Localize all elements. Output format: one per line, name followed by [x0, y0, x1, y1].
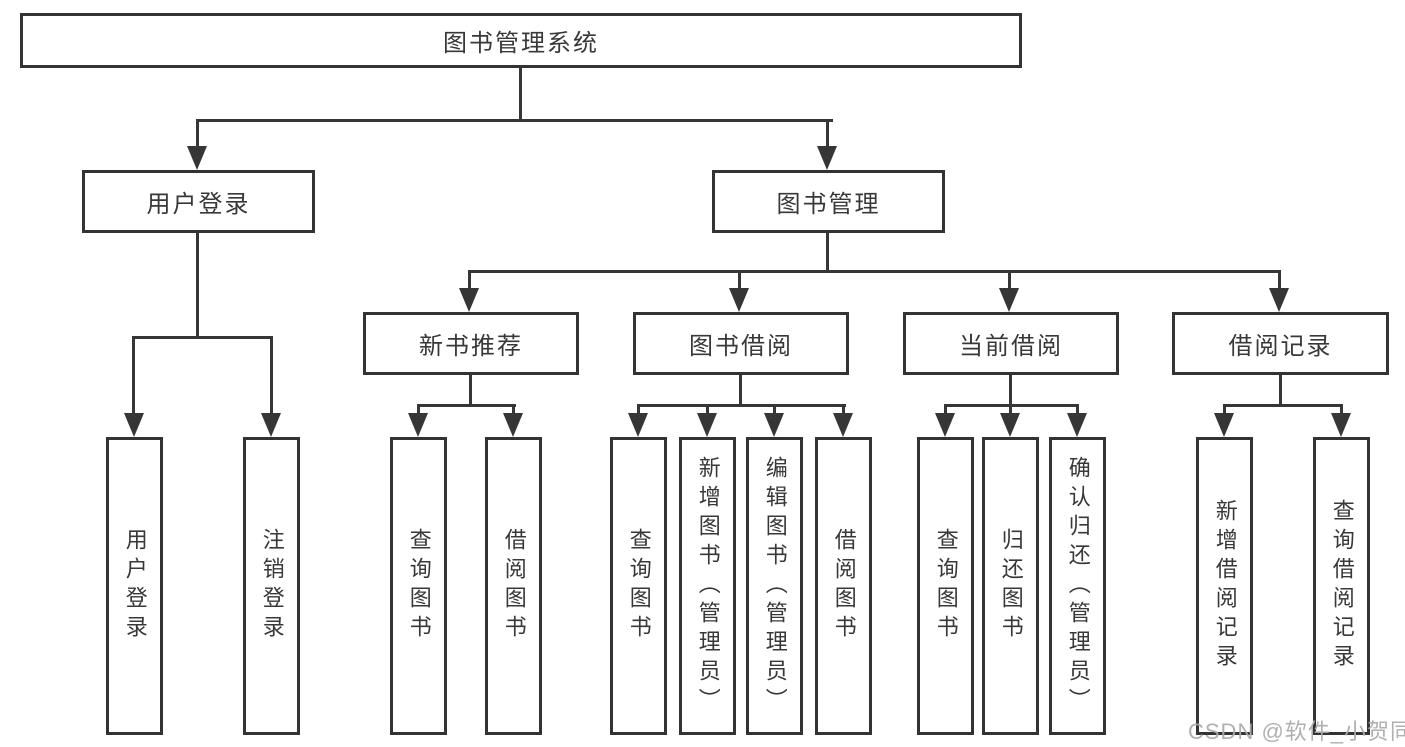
node-label: 新增借阅记录: [1212, 499, 1238, 673]
connector-line: [468, 273, 471, 291]
arrow-down-icon: [697, 413, 717, 437]
leaf-add-books-admin: 新增图书（管理员）: [679, 437, 736, 735]
connector-line: [468, 270, 1281, 273]
connector-line: [1076, 407, 1079, 416]
connector-line: [1009, 375, 1012, 407]
csdn-watermark: CSDN @软件_小贺同学: [1188, 719, 1405, 744]
arrow-down-icon: [628, 413, 648, 437]
connector-line: [132, 339, 135, 416]
arrow-down-icon: [503, 413, 523, 437]
node-label: 借阅图书: [831, 528, 857, 644]
node-label: 查询借阅记录: [1329, 499, 1355, 673]
node-label: 查询图书: [933, 528, 959, 644]
arrow-down-icon: [408, 413, 428, 437]
connector-line: [826, 122, 829, 150]
connector-line: [637, 407, 640, 416]
node-library-management-system: 图书管理系统: [20, 13, 1022, 68]
connector-line: [417, 404, 516, 407]
leaf-borrow-books-1: 借阅图书: [485, 437, 542, 735]
node-label: 新书推荐: [419, 333, 523, 360]
node-label: 借阅记录: [1228, 333, 1333, 360]
arrow-down-icon: [1331, 413, 1351, 437]
leaf-return-books: 归还图书: [982, 437, 1039, 735]
connector-line: [1008, 273, 1011, 291]
connector-line: [1223, 404, 1343, 407]
arrow-down-icon: [1214, 413, 1234, 437]
connector-line: [738, 273, 741, 291]
node-label: 图书管理: [776, 191, 881, 218]
connector-line: [1223, 407, 1226, 416]
arrow-down-icon: [261, 413, 281, 437]
arrow-down-icon: [833, 413, 853, 437]
connector-line: [944, 404, 1079, 407]
arrow-down-icon: [459, 288, 479, 312]
connector-line: [196, 233, 199, 339]
connector-line: [842, 407, 845, 416]
arrow-down-icon: [124, 413, 144, 437]
leaf-user-login: 用户登录: [106, 437, 163, 735]
arrow-down-icon: [817, 146, 837, 170]
connector-line: [512, 407, 515, 416]
node-label: 确认归还（管理员）: [1065, 455, 1091, 717]
arrow-down-icon: [999, 288, 1019, 312]
node-label: 当前借阅: [959, 333, 1063, 360]
node-label: 注销登录: [259, 528, 285, 644]
connector-line: [1279, 375, 1282, 407]
connector-line: [1009, 407, 1012, 416]
arrow-down-icon: [187, 146, 207, 170]
node-label: 新增图书（管理员）: [695, 455, 721, 717]
connector-line: [826, 233, 829, 273]
node-label: 查询图书: [406, 528, 432, 644]
arrow-down-icon: [1269, 288, 1289, 312]
node-user-login: 用户登录: [82, 170, 315, 233]
node-new-book-recommendation: 新书推荐: [363, 312, 579, 375]
arrow-down-icon: [1067, 413, 1087, 437]
node-book-borrowing: 图书借阅: [633, 312, 849, 375]
arrow-down-icon: [935, 413, 955, 437]
node-label: 用户登录: [146, 191, 251, 218]
connector-line: [944, 407, 947, 416]
connector-line: [773, 407, 776, 416]
connector-line: [706, 407, 709, 416]
leaf-edit-books-admin: 编辑图书（管理员）: [746, 437, 803, 735]
leaf-confirm-return-admin: 确认归还（管理员）: [1049, 437, 1106, 735]
connector-line: [196, 119, 833, 122]
node-borrowing-records: 借阅记录: [1172, 312, 1389, 375]
leaf-query-borrow-record: 查询借阅记录: [1313, 437, 1370, 735]
node-label: 归还图书: [998, 528, 1024, 644]
arrow-down-icon: [764, 413, 784, 437]
leaf-query-books-2: 查询图书: [610, 437, 667, 735]
connector-line: [132, 336, 273, 339]
connector-line: [417, 407, 420, 416]
node-label: 图书借阅: [689, 333, 793, 360]
node-label: 查询图书: [626, 528, 652, 644]
connector-line: [196, 122, 199, 150]
arrow-down-icon: [1000, 413, 1020, 437]
node-current-borrowing: 当前借阅: [903, 312, 1119, 375]
node-label: 用户登录: [122, 528, 148, 644]
connector-line: [1278, 273, 1281, 291]
leaf-borrow-books-2: 借阅图书: [815, 437, 872, 735]
arrow-down-icon: [729, 288, 749, 312]
connector-line: [469, 375, 472, 407]
leaf-query-books-3: 查询图书: [917, 437, 974, 735]
connector-line: [519, 68, 522, 120]
node-label: 图书管理系统: [443, 30, 599, 57]
node-label: 编辑图书（管理员）: [762, 455, 788, 717]
connector-line: [1340, 407, 1343, 416]
leaf-logout: 注销登录: [243, 437, 300, 735]
connector-line: [739, 375, 742, 407]
leaf-add-borrow-record: 新增借阅记录: [1196, 437, 1253, 735]
connector-line: [637, 404, 846, 407]
node-label: 借阅图书: [501, 528, 527, 644]
node-book-management: 图书管理: [712, 170, 945, 233]
leaf-query-books-1: 查询图书: [390, 437, 447, 735]
connector-line: [270, 339, 273, 416]
